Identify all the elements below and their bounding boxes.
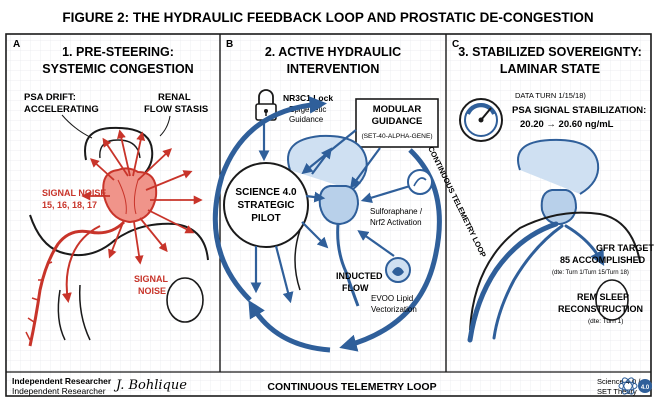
- modular-guidance-line2: GUIDANCE: [372, 116, 423, 127]
- psa-drift-label: PSA DRIFT:: [24, 92, 76, 103]
- prostate-shape-b: [320, 186, 358, 224]
- author-signature: J. Bohlique: [113, 378, 187, 393]
- continuous-telemetry-loop-footer: CONTINUOUS TELEMETRY LOOP: [267, 381, 436, 393]
- gfr-turn-note: (dte: Turn 1/Turn 15/Turn 18): [552, 270, 629, 276]
- evoo-label: EVOO Lipid: [371, 294, 413, 303]
- signal-noise-values: 15, 16, 18, 17: [42, 200, 97, 210]
- guidance-label: Guidance: [289, 115, 324, 124]
- panel-b-title-line2: INTERVENTION: [287, 62, 380, 76]
- nr3c1-lock-label: NR3C1 Lock: [283, 93, 333, 103]
- signal-label-line1: SIGNAL: [134, 274, 169, 284]
- signal-label-line2: NOISE: [138, 286, 166, 296]
- gfr-accomplished-label: 85 ACCOMPLISHED: [560, 255, 646, 265]
- pilot-line1: SCIENCE 4.0: [235, 187, 297, 198]
- footer-researcher-1: Independent Researcher: [12, 376, 112, 386]
- sulforaphane-label: Sulforaphane /: [370, 207, 423, 216]
- renal-label-line1: RENAL: [158, 92, 191, 103]
- gfr-target-label: GFR TARGET: [596, 243, 654, 253]
- panel-c-title-line2: LAMINAR STATE: [500, 62, 600, 76]
- prostate-shape-c: [542, 190, 576, 224]
- psa-stabilization-value: 20.20 → 20.60 ng/mL: [520, 119, 614, 130]
- sulforaphane-node: [408, 170, 432, 194]
- psa-drift-value: ACCELERATING: [24, 104, 99, 115]
- panel-c-title-line1: 3. STABILIZED SOVEREIGNTY:: [458, 45, 642, 59]
- inducted-flow-line1: INDUCTED: [336, 271, 383, 281]
- footer-researcher-2: Independent Researcher: [12, 386, 106, 396]
- vectorization-label: Vectorization: [371, 305, 417, 314]
- inducted-flow-line2: FLOW: [342, 283, 369, 293]
- signal-noise-label: SIGNAL NOISE: [42, 188, 106, 198]
- nrf2-label: Nrf2 Activation: [370, 218, 422, 227]
- panel-a-letter: A: [13, 39, 20, 50]
- pilot-line3: PILOT: [251, 213, 280, 224]
- modular-guidance-gene: (SET-40-ALPHA-GENE): [361, 133, 432, 140]
- modular-guidance-line1: MODULAR: [373, 104, 422, 115]
- pilot-line2: STRATEGIC: [237, 200, 294, 211]
- panel-b-letter: B: [226, 39, 233, 50]
- panel-a-title-line2: SYSTEMIC CONGESTION: [42, 62, 193, 76]
- psa-gauge-icon: [460, 99, 502, 141]
- rem-sleep-label: REM SLEEP: [577, 292, 629, 302]
- panel-b-title-line1: 2. ACTIVE HYDRAULIC: [265, 45, 401, 59]
- rem-turn-note: (dte: Turn 1): [588, 318, 623, 325]
- version-badge-text: 4.0: [641, 385, 650, 391]
- data-turn-label: DATA TURN 1/15/18): [515, 91, 586, 100]
- renal-label-line2: FLOW STASIS: [144, 104, 208, 115]
- figure-title: FIGURE 2: THE HYDRAULIC FEEDBACK LOOP AN…: [62, 10, 593, 25]
- panel-a-title-line1: 1. PRE-STEERING:: [62, 45, 174, 59]
- rem-reconstruction-label: RECONSTRUCTION: [558, 304, 643, 314]
- psa-stabilization-label: PSA SIGNAL STABILIZATION:: [512, 105, 646, 116]
